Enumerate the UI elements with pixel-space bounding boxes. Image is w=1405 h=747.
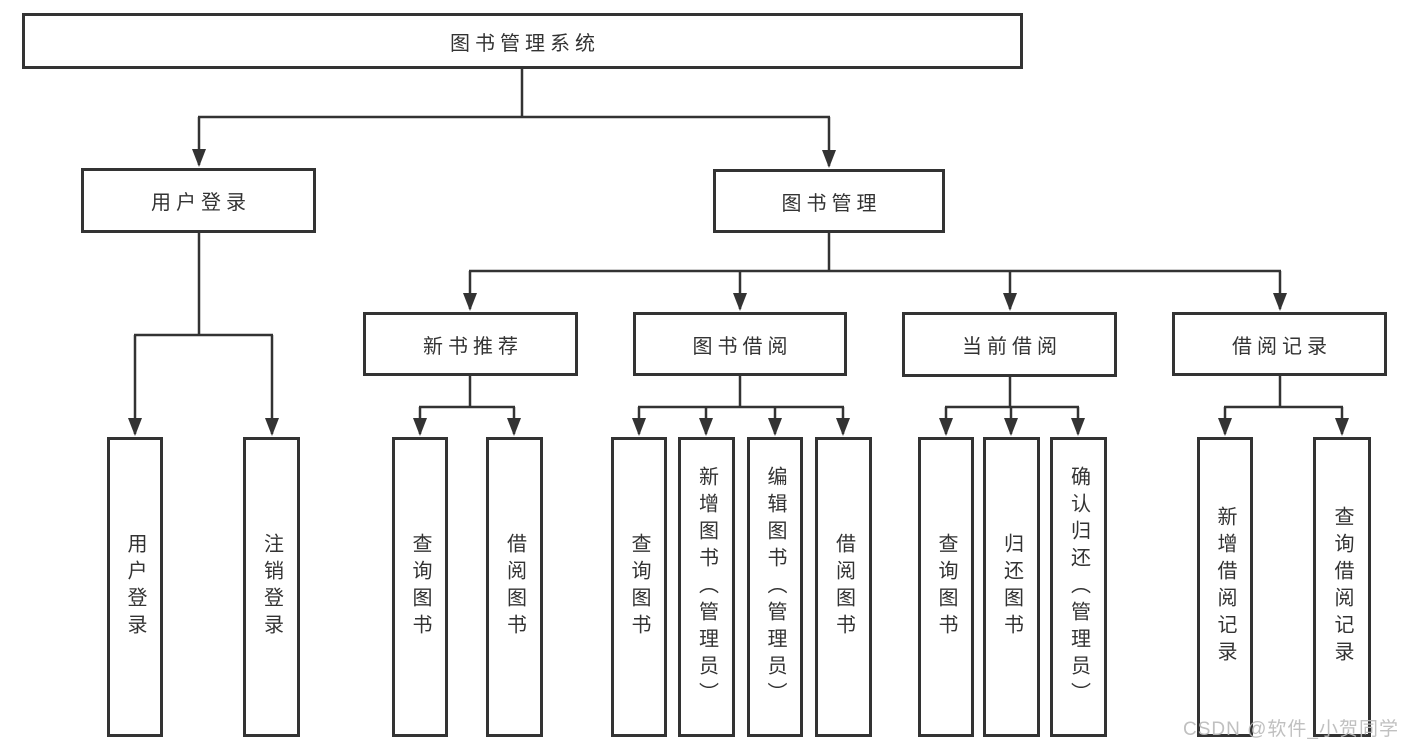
leaf-recommend-query-books: 查询图书 xyxy=(392,437,448,737)
node-book-management: 图书管理 xyxy=(713,169,945,233)
leaf-borrow-book: 借阅图书 xyxy=(815,437,872,737)
node-current-borrowing: 当前借阅 xyxy=(902,312,1117,377)
node-borrowing-records: 借阅记录 xyxy=(1172,312,1387,376)
node-root-library-system: 图书管理系统 xyxy=(22,13,1023,69)
leaf-query-borrow-record: 查询借阅记录 xyxy=(1313,437,1371,737)
node-new-book-recommend: 新书推荐 xyxy=(363,312,578,376)
leaf-add-book-admin: 新增图书（管理员） xyxy=(678,437,735,737)
watermark: CSDN @软件_小贺同学 xyxy=(1183,719,1399,740)
node-user-login: 用户登录 xyxy=(81,168,316,233)
leaf-borrow-query-books: 查询图书 xyxy=(611,437,667,737)
leaf-current-query-books: 查询图书 xyxy=(918,437,974,737)
leaf-recommend-borrow-books: 借阅图书 xyxy=(486,437,543,737)
leaf-confirm-return-admin: 确认归还（管理员） xyxy=(1050,437,1107,737)
leaf-edit-book-admin: 编辑图书（管理员） xyxy=(747,437,803,737)
connector-group xyxy=(128,69,1349,436)
leaf-logout: 注销登录 xyxy=(243,437,300,737)
leaf-user-login: 用户登录 xyxy=(107,437,163,737)
leaf-add-borrow-record: 新增借阅记录 xyxy=(1197,437,1253,737)
leaf-return-book: 归还图书 xyxy=(983,437,1040,737)
node-book-borrowing: 图书借阅 xyxy=(633,312,847,376)
